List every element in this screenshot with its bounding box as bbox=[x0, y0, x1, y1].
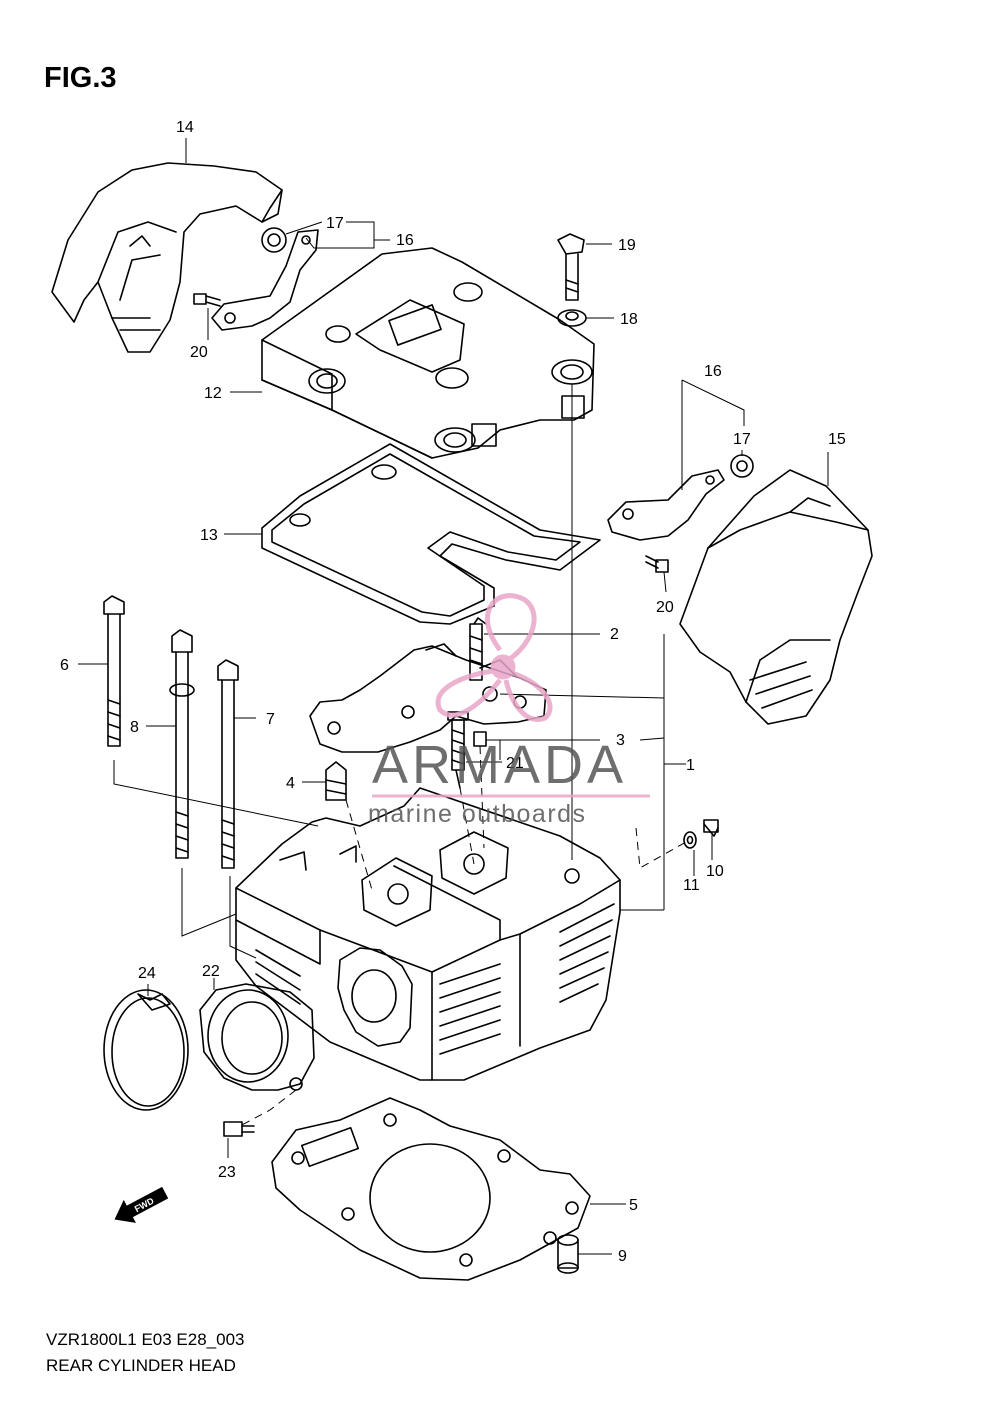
part-12-head-cover bbox=[261, 247, 595, 459]
model-code: VZR1800L1 E03 E28_003 bbox=[46, 1330, 245, 1349]
watermark-brand: ARMADA bbox=[372, 735, 627, 795]
callout-3: 3 bbox=[616, 732, 625, 749]
part-17-right-cushion bbox=[730, 454, 754, 478]
part-16-right-bracket bbox=[607, 469, 725, 541]
part-23-screw bbox=[223, 1121, 255, 1137]
part-14-left-cover bbox=[51, 162, 283, 353]
propeller-logo-icon bbox=[435, 593, 553, 722]
leader-lines bbox=[78, 138, 829, 1255]
part-6-bolt bbox=[103, 595, 125, 747]
callout-7: 7 bbox=[266, 711, 275, 728]
callout-24: 24 bbox=[138, 965, 156, 982]
part-20-left-bolt bbox=[193, 293, 221, 307]
callout-16-left: 16 bbox=[396, 232, 414, 249]
part-17-left-cushion bbox=[261, 227, 287, 253]
callout-17-right: 17 bbox=[733, 431, 751, 448]
figure-name: REAR CYLINDER HEAD bbox=[46, 1356, 236, 1375]
callout-18: 18 bbox=[620, 311, 638, 328]
part-10-bolt bbox=[703, 819, 719, 837]
callout-20-left: 20 bbox=[190, 344, 208, 361]
callout-15: 15 bbox=[828, 431, 846, 448]
part-9-dowel bbox=[557, 1234, 579, 1274]
fwd-arrow-icon: FWD bbox=[114, 1186, 169, 1223]
callout-11: 11 bbox=[683, 877, 700, 894]
callout-19: 19 bbox=[618, 237, 636, 254]
part-5-cylinder-gasket bbox=[271, 1097, 591, 1281]
callout-5: 5 bbox=[629, 1197, 638, 1214]
callout-2: 2 bbox=[610, 626, 619, 643]
part-8-bolt bbox=[169, 629, 195, 859]
part-7-bolt bbox=[217, 659, 239, 869]
callout-17-left: 17 bbox=[326, 215, 344, 232]
callout-labels: 1 2 3 4 5 6 7 8 9 10 11 12 13 14 15 16 1… bbox=[60, 119, 846, 1265]
part-4-pin bbox=[325, 761, 347, 801]
callout-21: 21 bbox=[506, 755, 524, 772]
figure-title: FIG.3 bbox=[44, 62, 117, 94]
part-22-intake-pipe bbox=[199, 983, 315, 1091]
watermark-tagline: marine outboards bbox=[368, 800, 587, 828]
callout-1: 1 bbox=[686, 757, 695, 774]
armada-watermark-logo: ARMADA marine outboards bbox=[368, 593, 650, 828]
callout-20-right: 20 bbox=[656, 599, 674, 616]
callout-13: 13 bbox=[200, 527, 218, 544]
callout-22: 22 bbox=[202, 963, 220, 980]
part-15-right-cover bbox=[679, 469, 873, 725]
part-21-spark-plug bbox=[447, 711, 469, 789]
part-18-washer bbox=[557, 309, 587, 327]
callout-16-right: 16 bbox=[704, 363, 722, 380]
part-2-camshaft-holder bbox=[309, 617, 547, 753]
part-13-gasket bbox=[261, 443, 601, 625]
callout-14: 14 bbox=[176, 119, 194, 136]
part-11-washer bbox=[683, 831, 697, 849]
callout-8: 8 bbox=[130, 719, 139, 736]
part-16-left-bracket bbox=[211, 229, 319, 331]
part-19-bolt bbox=[557, 233, 585, 301]
callout-4: 4 bbox=[286, 775, 295, 792]
part-1-cylinder-head bbox=[235, 787, 621, 1081]
callout-23: 23 bbox=[218, 1164, 236, 1181]
callout-10: 10 bbox=[706, 863, 724, 880]
part-20-right-bolt bbox=[645, 555, 669, 573]
callout-6: 6 bbox=[60, 657, 69, 674]
part-24-clamp bbox=[103, 989, 189, 1111]
callout-9: 9 bbox=[618, 1248, 627, 1265]
callout-12: 12 bbox=[204, 385, 222, 402]
